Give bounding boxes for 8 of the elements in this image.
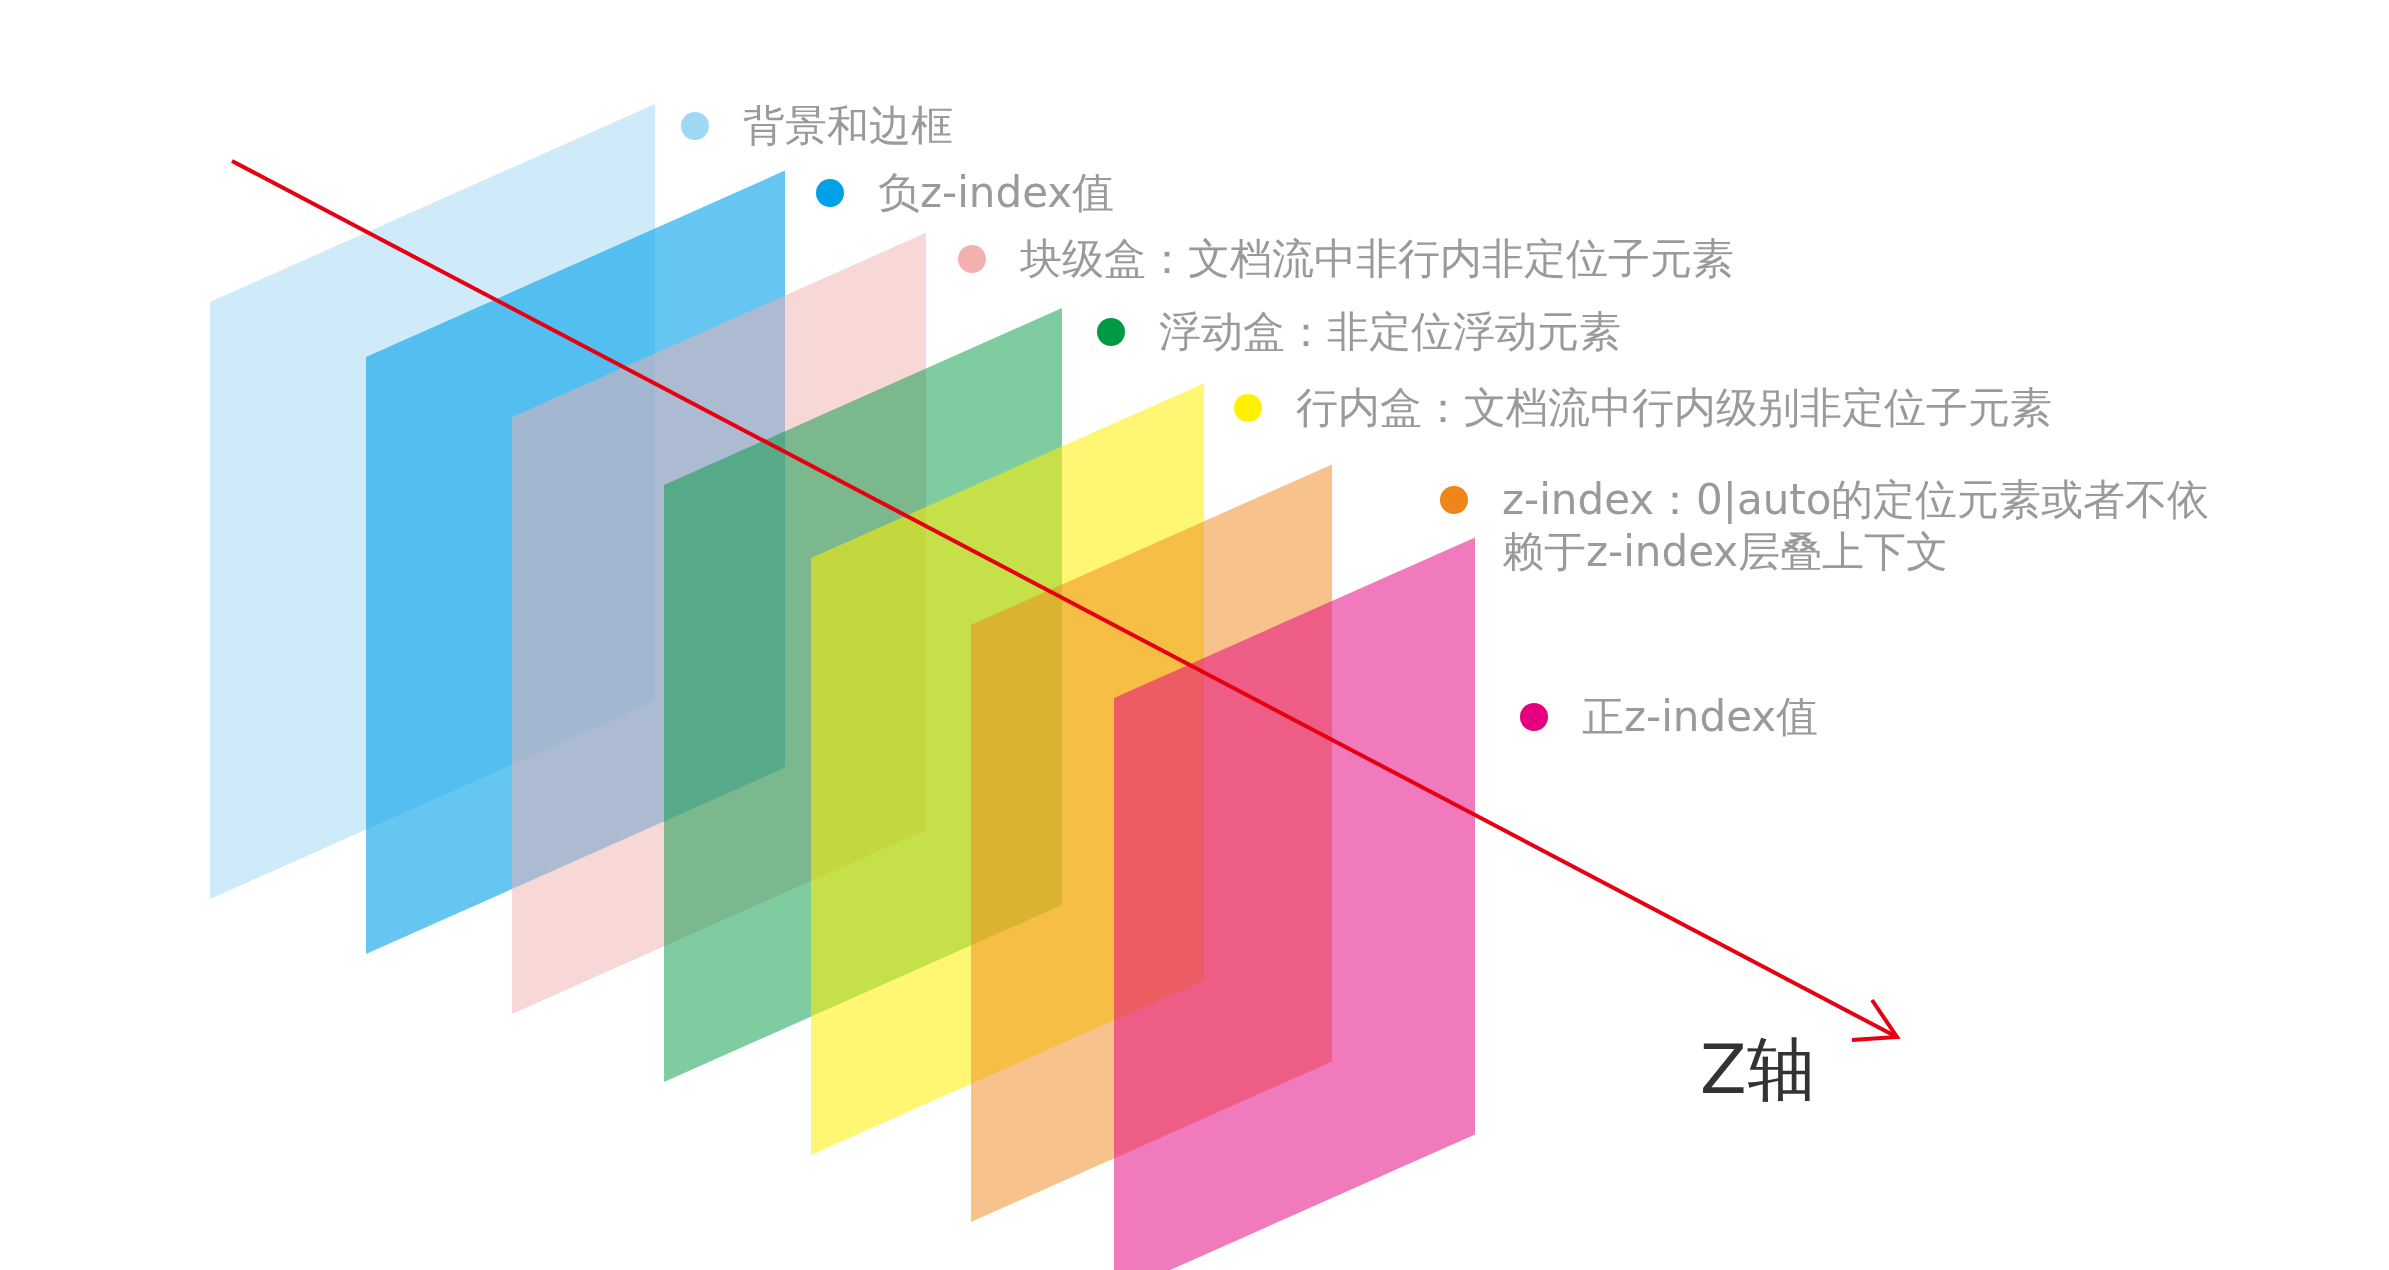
legend-text: z-index：0|auto的定位元素或者不依赖于z-index层叠上下文 bbox=[1502, 474, 2211, 578]
legend-text: 负z-index值 bbox=[878, 167, 1115, 219]
legend-text: 背景和边框 bbox=[743, 100, 953, 152]
axis-label: Z轴 bbox=[1700, 1030, 1815, 1110]
legend-text: 块级盒：文档流中非行内非定位子元素 bbox=[1020, 233, 1734, 285]
legend-text: 正z-index值 bbox=[1582, 691, 1819, 743]
legend-text: 浮动盒：非定位浮动元素 bbox=[1159, 306, 1621, 358]
legend-text: 行内盒：文档流中行内级别非定位子元素 bbox=[1296, 382, 2052, 434]
